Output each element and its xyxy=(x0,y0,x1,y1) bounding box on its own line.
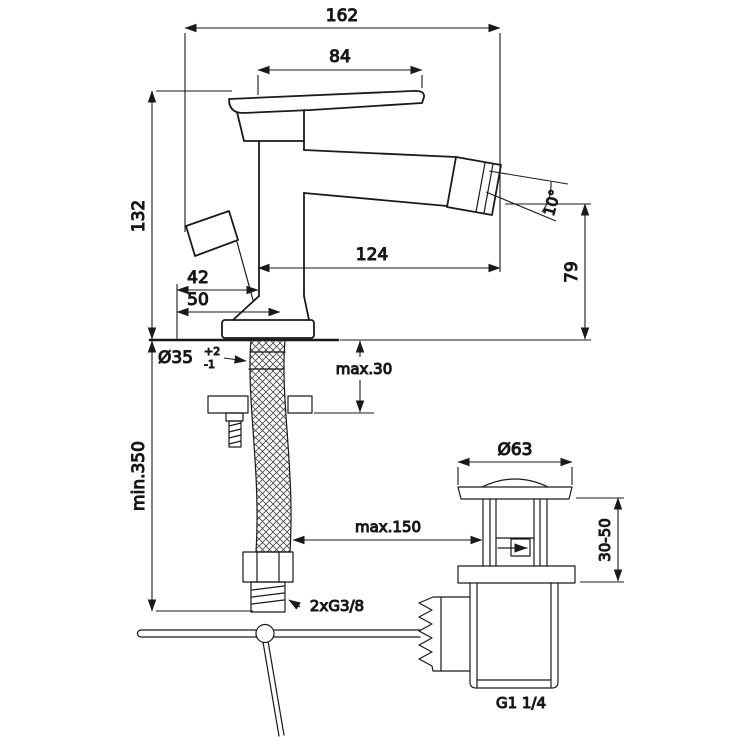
aerator-mesh-line xyxy=(483,163,494,214)
dim-label-124: 124 xyxy=(356,245,388,265)
vertical-rod-left xyxy=(262,641,280,737)
hose-hex-nut xyxy=(242,551,294,583)
side-lever xyxy=(185,210,239,257)
dim-spout-reach: 124 xyxy=(257,244,501,273)
vertical-rod-right xyxy=(267,640,285,736)
aerator-mesh-line xyxy=(475,162,486,213)
lever-handle xyxy=(228,89,425,114)
dim-label-42: 42 xyxy=(187,268,209,288)
dim-deck-thickness: max.30 xyxy=(314,340,393,414)
base-flare-left xyxy=(232,295,260,321)
dim-hole-diameter: Ø35 +2 -1 xyxy=(157,344,247,372)
dim-outlet-height: 79 xyxy=(340,203,591,341)
dim-supply-thread: 2xG3/8 xyxy=(288,596,365,616)
connector-thread-tick xyxy=(251,599,285,605)
dim-label-g114: G1 1/4 xyxy=(496,694,546,712)
stud-thread-tick xyxy=(228,422,242,427)
waste-plug-dome xyxy=(481,478,549,488)
waste-mid-flange xyxy=(457,565,576,584)
dim-label-30-50: 30-50 xyxy=(596,518,614,562)
dim-label-50: 50 xyxy=(187,290,209,310)
angle-arc xyxy=(541,181,552,213)
gland-nut xyxy=(418,596,471,672)
angle-ref-line-lower xyxy=(485,191,557,222)
connector-thread-tick xyxy=(251,585,285,591)
rod-pivot-ball xyxy=(255,623,275,644)
dim-handle-length: 84 xyxy=(257,46,423,95)
angle-label: 10° xyxy=(540,188,564,218)
dim-50: 50 xyxy=(176,284,281,339)
waste-top-flange xyxy=(457,486,573,500)
aerator xyxy=(446,156,502,216)
dim-label-hole-tol-minus: -1 xyxy=(204,358,215,371)
dim-42: 42 xyxy=(176,267,259,295)
dim-label-hole-tol-plus: +2 xyxy=(204,345,220,358)
mounting-bracket-right xyxy=(287,395,313,414)
handle-cap xyxy=(236,109,305,142)
bracket-stud-thread xyxy=(228,420,242,448)
dim-waste-flange: Ø63 xyxy=(457,439,573,485)
rod-end-cap xyxy=(136,629,142,638)
spout-bottom-edge xyxy=(303,192,448,207)
stud-thread-tick xyxy=(228,440,242,445)
dim-label-max30: max.30 xyxy=(336,360,393,378)
pop-up-rod xyxy=(136,623,421,737)
dim-label-min350: min.350 xyxy=(129,441,149,511)
dim-height-above-deck: 132 xyxy=(128,90,232,340)
dim-label-hole-dia: Ø35 xyxy=(158,348,193,368)
below-deck-parts xyxy=(207,339,313,613)
dim-label-84: 84 xyxy=(329,47,351,67)
base-flare-right xyxy=(303,295,310,321)
dim-label-132: 132 xyxy=(129,200,149,232)
bracket-stud-head xyxy=(225,412,244,422)
side-lever-rod xyxy=(236,241,254,301)
stud-thread-tick xyxy=(228,428,242,433)
dim-label-d63: Ø63 xyxy=(497,440,532,460)
dim-overall-width: 162 xyxy=(184,5,501,272)
dim-waste-adjustment: 30-50 xyxy=(576,497,624,583)
stud-thread-tick xyxy=(228,434,242,439)
dim-label-162: 162 xyxy=(326,6,358,26)
base-plate xyxy=(221,319,315,339)
dim-rod-reach: max.150 xyxy=(292,517,483,545)
connector-thread-tick xyxy=(251,592,285,598)
flex-hose xyxy=(249,339,292,553)
dim-supply-length: min.350 xyxy=(128,340,253,612)
dim-label-max150: max.150 xyxy=(355,518,421,536)
tailpiece-body xyxy=(469,582,559,689)
dim-label-2xg38: 2xG3/8 xyxy=(310,597,364,615)
angle-ref-line-upper xyxy=(488,170,569,185)
spout-top-edge xyxy=(303,149,457,158)
drain-assembly xyxy=(418,478,576,689)
dim-label-79: 79 xyxy=(562,261,582,283)
dim-waste-thread: G1 1/4 xyxy=(495,693,546,712)
hose-connector xyxy=(250,581,286,613)
mounting-bracket-left xyxy=(207,395,249,414)
